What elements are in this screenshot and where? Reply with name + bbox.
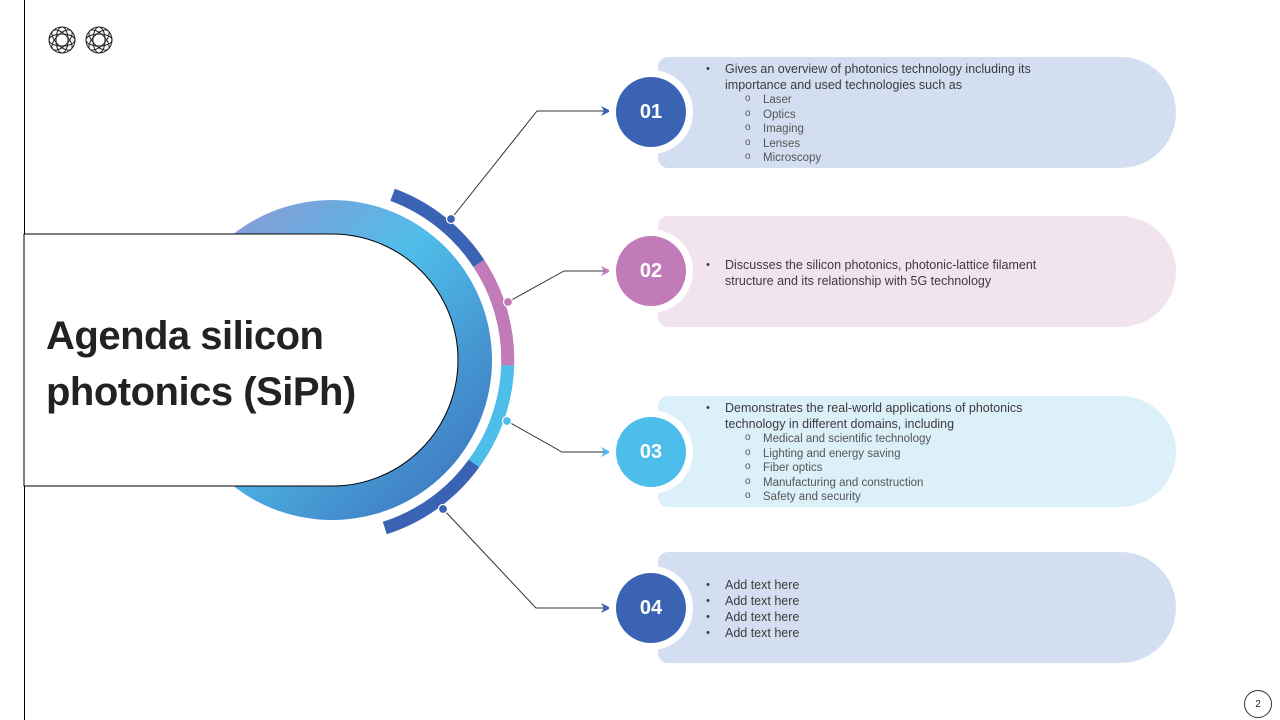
arc-segment-02 — [473, 259, 515, 366]
title-line-2: photonics (SiPh) — [46, 370, 356, 414]
connector-03 — [506, 420, 604, 453]
connector-dot — [437, 503, 449, 515]
title-panel — [23, 233, 459, 487]
arrow-icon — [601, 106, 611, 116]
sub-item: Imaging — [745, 121, 1066, 137]
connector-dot — [502, 296, 514, 308]
sub-item: Lenses — [745, 136, 1066, 152]
page-number: 2 — [1244, 690, 1272, 718]
agenda-item-03-content: Demonstrates the real-world applications… — [706, 400, 1066, 505]
sub-item: Manufacturing and construction — [745, 475, 1066, 491]
bullet-text: Gives an overview of photonics technolog… — [706, 61, 1066, 166]
bullet-text: Add text here — [706, 593, 1066, 609]
agenda-item-02-content: Discusses the silicon photonics, photoni… — [706, 257, 1066, 289]
arc-segment-03 — [468, 365, 515, 468]
arrow-icon — [601, 266, 611, 276]
connector-dot — [445, 213, 457, 225]
arrow-icon — [601, 603, 611, 613]
bullet-text: Add text here — [706, 625, 1066, 641]
sub-item: Microscopy — [745, 150, 1066, 166]
sub-item: Laser — [745, 92, 1066, 108]
sub-item: Optics — [745, 107, 1066, 123]
agenda-number-03: 03 — [616, 417, 686, 487]
logo-icon — [48, 26, 113, 54]
connector-04 — [442, 508, 604, 609]
sub-item: Lighting and energy saving — [745, 446, 1066, 462]
agenda-item-01-content: Gives an overview of photonics technolog… — [706, 61, 1066, 166]
bullet-text: Add text here — [706, 577, 1066, 593]
agenda-number-01: 01 — [616, 77, 686, 147]
connector-dot — [501, 415, 513, 427]
bullet-text: Demonstrates the real-world applications… — [706, 400, 1066, 505]
agenda-number-02: 02 — [616, 236, 686, 306]
agenda-item-04-content: Add text here Add text here Add text her… — [706, 577, 1066, 641]
sub-item: Medical and scientific technology — [745, 431, 1066, 447]
sub-item: Safety and security — [745, 489, 1066, 505]
arc-segment-01 — [390, 188, 485, 268]
agenda-circle-graphic — [23, 106, 611, 613]
arc-segment-04 — [382, 459, 480, 535]
bullet-text: Discusses the silicon photonics, photoni… — [706, 257, 1066, 289]
connector-01 — [450, 110, 604, 220]
bullet-text: Add text here — [706, 609, 1066, 625]
title-line-1: Agenda silicon — [46, 314, 324, 358]
arrow-icon — [601, 447, 611, 457]
connector-02 — [507, 270, 604, 303]
agenda-number-04: 04 — [616, 573, 686, 643]
sub-item: Fiber optics — [745, 460, 1066, 476]
page-title: Agenda silicon photonics (SiPh) — [46, 308, 406, 420]
